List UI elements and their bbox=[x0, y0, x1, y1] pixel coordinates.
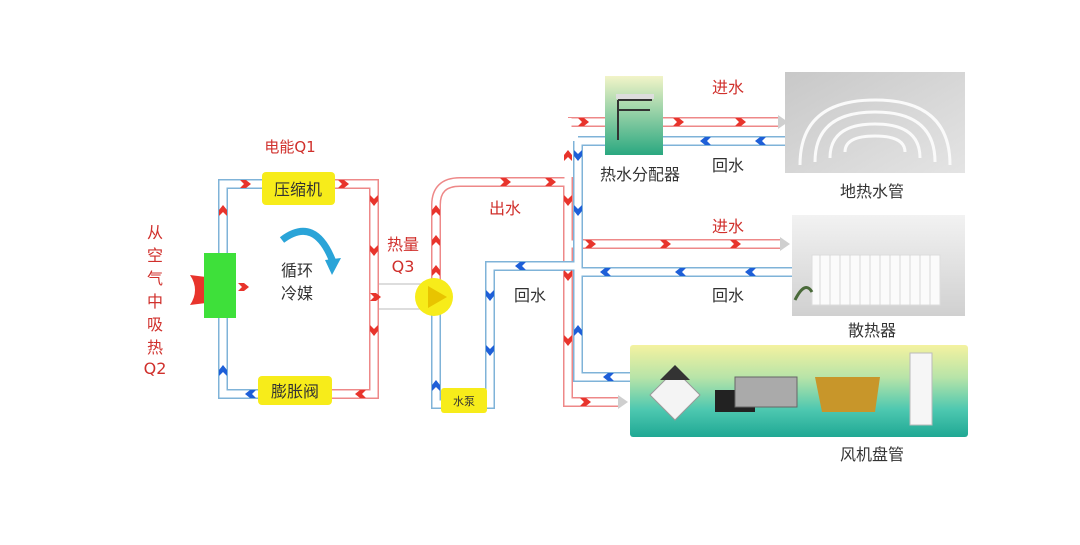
radiator-water-in-label: 进水 bbox=[712, 217, 744, 236]
hot-water-distributor-image bbox=[605, 76, 663, 155]
svg-text:吸: 吸 bbox=[147, 315, 163, 334]
circulation-arrow-icon bbox=[279, 227, 341, 275]
radiator-image bbox=[792, 215, 965, 316]
compressor-label: 压缩机 bbox=[274, 180, 322, 199]
svg-text:空: 空 bbox=[147, 246, 163, 265]
fan-coil-units-image bbox=[630, 345, 968, 437]
water-pump-label: 水泵 bbox=[453, 395, 475, 408]
flow-end-arrows bbox=[618, 115, 790, 409]
fan-coil-label: 风机盘管 bbox=[840, 445, 904, 464]
evaporator bbox=[204, 253, 236, 318]
air-intake-icon bbox=[190, 275, 206, 305]
radiator-water-return-label: 回水 bbox=[712, 286, 744, 305]
floor-heating-label: 地热水管 bbox=[840, 182, 904, 201]
absorb-heat-label: 从 空 气 中 吸 热 Q2 bbox=[144, 223, 167, 378]
water-out-label: 出水 bbox=[489, 199, 521, 218]
refrigerant-label-2: 冷媒 bbox=[281, 284, 313, 303]
floor-water-in-label: 进水 bbox=[712, 78, 744, 97]
floor-water-return-label: 回水 bbox=[712, 156, 744, 175]
refrigerant-label-1: 循环 bbox=[281, 261, 313, 280]
water-return-label: 回水 bbox=[514, 286, 546, 305]
heat-q3-label-1: 热量 bbox=[387, 235, 419, 254]
electric-energy-label: 电能Q1 bbox=[264, 138, 315, 156]
circulation-pump-icon bbox=[415, 278, 453, 316]
refrigerant-loop bbox=[218, 179, 430, 399]
water-pump: 水泵 bbox=[441, 388, 487, 413]
svg-text:中: 中 bbox=[147, 292, 163, 311]
svg-text:热: 热 bbox=[147, 338, 163, 357]
radiator-label: 散热器 bbox=[848, 321, 896, 340]
distributor-label: 热水分配器 bbox=[600, 165, 680, 184]
compressor: 压缩机 bbox=[262, 172, 335, 205]
svg-text:气: 气 bbox=[147, 269, 163, 288]
expansion-valve-label: 膨胀阀 bbox=[271, 382, 319, 401]
expansion-valve: 膨胀阀 bbox=[258, 376, 332, 405]
svg-text:从: 从 bbox=[147, 223, 163, 242]
heat-q3-label-2: Q3 bbox=[392, 257, 415, 276]
floor-heating-image bbox=[785, 72, 965, 173]
svg-text:Q2: Q2 bbox=[144, 359, 167, 378]
